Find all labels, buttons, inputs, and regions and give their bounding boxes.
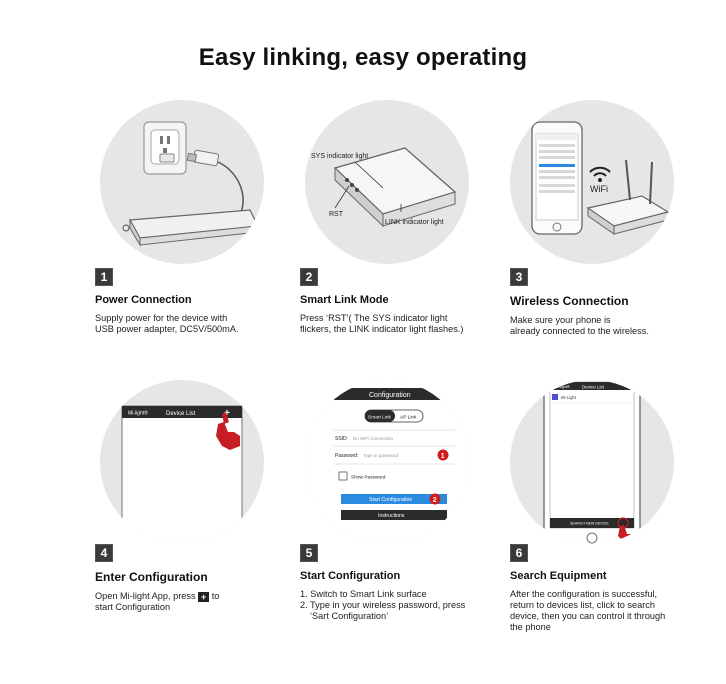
- illustration-start-configuration: Configuration Smart Link AP Link SSID: N…: [305, 380, 469, 544]
- step-description-line: Open Mi-light App, press + to: [95, 591, 305, 602]
- step-6: 6 Search Equipment After the configurati…: [510, 544, 720, 633]
- config-header: Configuration: [369, 392, 411, 399]
- illustration-wireless-connection: WiFi: [510, 100, 674, 264]
- step-title: Power Connection: [95, 294, 192, 306]
- step-number-badge: 1: [95, 268, 113, 286]
- step-number-badge: 5: [300, 544, 318, 562]
- instructions-label: Instructions: [378, 513, 405, 519]
- step-description-line: the phone: [510, 622, 551, 632]
- ssid-value: No WiFi Connection: [353, 436, 394, 441]
- wifi-icon: [589, 166, 611, 182]
- step-title: Enter Configuration: [95, 570, 208, 584]
- start-configuration-button[interactable]: [341, 494, 447, 504]
- badge-2: 2: [433, 497, 437, 504]
- phone-search-illustration: Mi-light® Device List Mi-Light SEARCH NE…: [543, 380, 641, 544]
- step-description: 1. Switch to Smart Link surface 2. Type …: [300, 589, 510, 622]
- step-description-line: return to devices list, click to search: [510, 600, 656, 610]
- phone-wifi-illustration: WiFi: [531, 121, 670, 235]
- step-description: Open Mi-light App, press + to start Conf…: [95, 591, 305, 613]
- rst-label: RST: [329, 211, 344, 218]
- step-description-line: Make sure your phone is: [510, 315, 611, 325]
- step-number-badge: 6: [510, 544, 528, 562]
- password-label: Password:: [335, 453, 358, 459]
- step-description-text: to: [211, 591, 220, 601]
- ssid-label: SSID:: [335, 436, 348, 442]
- search-new-device-label: SEARCH NEW DEVICE: [570, 522, 609, 526]
- step-3: 3 Wireless Connection Make sure your pho…: [510, 268, 720, 337]
- device-list-item[interactable]: Mi-Light: [561, 395, 577, 400]
- device-bulb-icon: [552, 394, 558, 400]
- step-description-line: ‘Sart Configuration’: [310, 611, 389, 621]
- search-new-device-button[interactable]: [550, 518, 634, 528]
- step-description: Press ‘RST’( The SYS indicator light fli…: [300, 313, 510, 335]
- step-5: 5 Start Configuration 1. Switch to Smart…: [300, 544, 510, 622]
- badge-1: 1: [441, 453, 445, 460]
- illustration-enter-configuration: Mi-light® Device List +: [100, 380, 264, 544]
- step-description-line: Press ‘RST’( The SYS indicator light: [300, 313, 448, 323]
- step-description: Supply power for the device with USB pow…: [95, 313, 305, 335]
- step-2: 2 Smart Link Mode Press ‘RST’( The SYS i…: [300, 268, 510, 335]
- step-description: After the configuration is successful, r…: [510, 589, 720, 633]
- step-description-line: flickers, the LINK indicator light flash…: [300, 324, 464, 334]
- step-description-line: already connected to the wireless.: [510, 326, 649, 336]
- password-input[interactable]: Type in password: [363, 453, 399, 458]
- step-number-badge: 2: [300, 268, 318, 286]
- pointing-hand-icon: [216, 412, 240, 450]
- step-description-line: Supply power for the device with: [95, 313, 228, 323]
- page-title: Easy linking, easy operating: [198, 44, 528, 71]
- step-description-line: start Configuration: [95, 602, 171, 612]
- step-title: Start Configuration: [300, 570, 401, 582]
- step-description-line: 2. Type in your wireless password, press: [300, 600, 466, 610]
- plus-icon: +: [198, 592, 210, 602]
- step-number-badge: 4: [95, 544, 113, 562]
- device-list-title: Device List: [166, 411, 196, 417]
- power-adapter-illustration: [122, 121, 259, 247]
- step-description-line: device, then you can control it through: [510, 611, 666, 621]
- show-password-checkbox[interactable]: [338, 471, 348, 481]
- step-title: Search Equipment: [510, 570, 607, 582]
- add-device-plus-icon[interactable]: +: [224, 408, 230, 419]
- sys-indicator-label: SYS indicator light: [311, 153, 368, 160]
- step-title: Smart Link Mode: [300, 294, 389, 306]
- step-description-text: Open Mi-light App, press: [95, 591, 196, 601]
- tab-ap-link[interactable]: AP Link: [400, 415, 417, 421]
- step-description-line: 1. Switch to Smart Link surface: [300, 589, 427, 599]
- wifi-label: WiFi: [590, 184, 608, 194]
- tab-smart-link[interactable]: Smart Link: [368, 415, 392, 421]
- step-description-line: USB power adapter, DC5V/500mA.: [95, 324, 239, 334]
- step-description: Make sure your phone is already connecte…: [510, 315, 720, 337]
- step-description-line: After the configuration is successful,: [510, 589, 658, 599]
- device-list-title-2: Device List: [582, 385, 605, 390]
- step-title: Wireless Connection: [510, 294, 629, 308]
- instructions-button[interactable]: [341, 510, 447, 520]
- step-4: 4 Enter Configuration Open Mi-light App,…: [95, 544, 305, 613]
- illustration-smart-link-mode: SYS indicator light RST LINK indicator l…: [305, 100, 469, 264]
- step-number-badge: 3: [510, 268, 528, 286]
- router-indicator-illustration: SYS indicator light RST LINK indicator l…: [311, 147, 457, 228]
- link-indicator-label: LINK indicator light: [385, 219, 444, 226]
- pointing-hand-icon-2: [618, 525, 638, 544]
- start-configuration-label: Start Configuration: [369, 497, 412, 503]
- illustration-search-equipment: Mi-light® Device List Mi-Light SEARCH NE…: [510, 380, 674, 544]
- app-brand-label: Mi-light®: [128, 410, 148, 417]
- app-brand-label-2: Mi-light®: [554, 384, 570, 389]
- app-device-list-illustration: Mi-light® Device List +: [121, 405, 243, 544]
- illustration-power-connection: [100, 100, 264, 264]
- step-1: 1 Power Connection Supply power for the …: [95, 268, 305, 335]
- show-password-label: Show Password: [351, 475, 386, 481]
- configuration-screen-illustration: Configuration Smart Link AP Link SSID: N…: [305, 380, 469, 544]
